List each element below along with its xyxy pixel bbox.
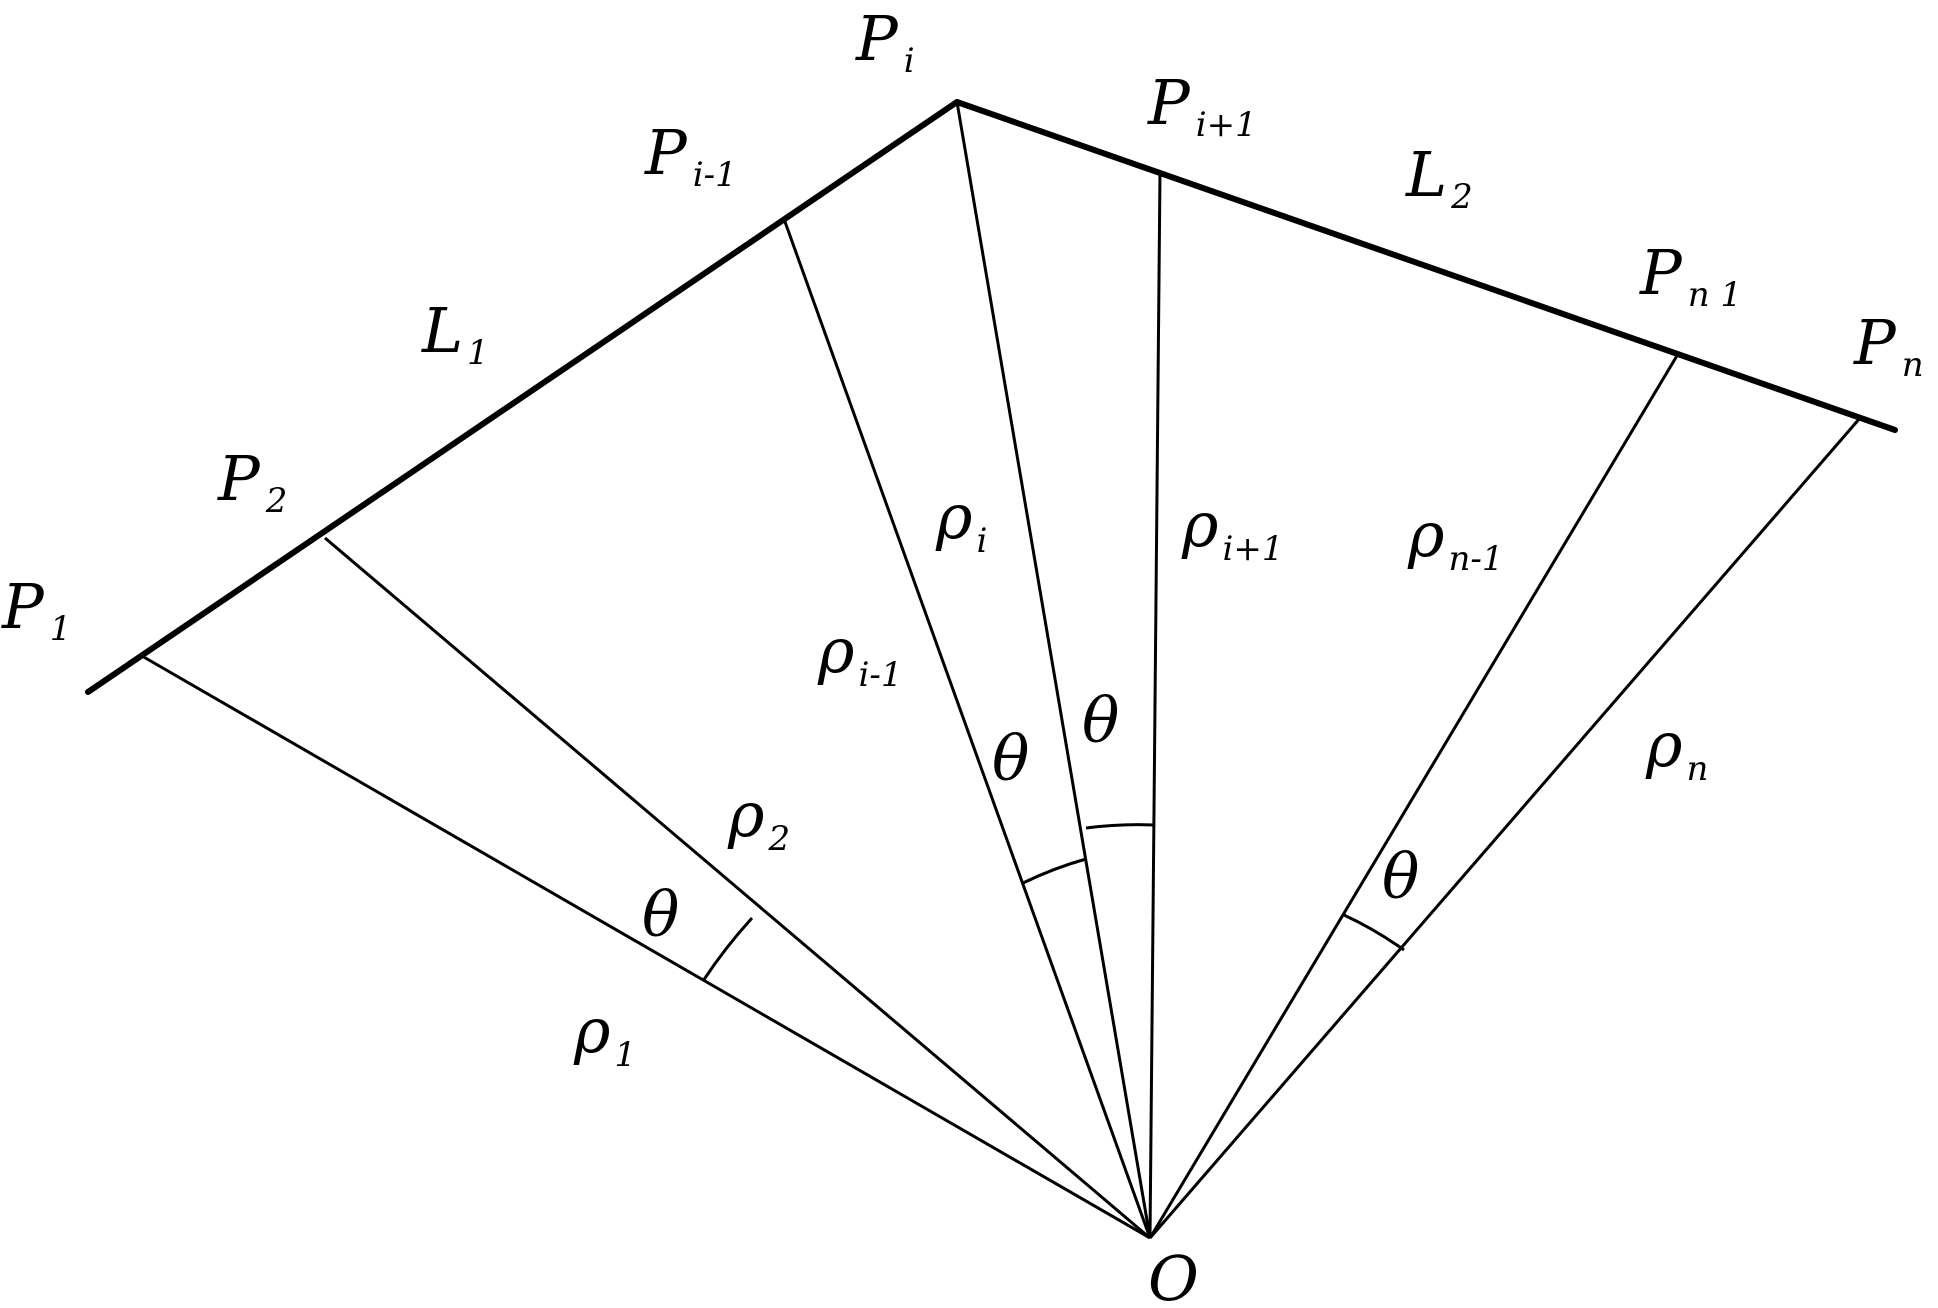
polyline (85, 99, 1898, 695)
label-theta-4: θ (1382, 840, 1419, 913)
segment-L2 (954, 99, 1898, 433)
ray-rho-n-1 (1148, 353, 1680, 1239)
ray-rho-1 (141, 654, 1151, 1240)
rays (141, 101, 1862, 1240)
arc-theta-3 (1085, 823, 1156, 830)
label-theta-1: θ (642, 878, 679, 951)
ray-rho-n (1148, 417, 1862, 1239)
ray-rho-i (955, 101, 1152, 1239)
label-theta-2: θ (992, 722, 1029, 795)
segment-L1 (85, 99, 960, 695)
arc-theta-1 (701, 916, 754, 982)
angle-arcs (701, 823, 1405, 982)
arc-theta-4 (1343, 913, 1405, 952)
arc-theta-2 (1022, 857, 1087, 885)
ray-rho-2 (324, 536, 1151, 1240)
label-theta-3: θ (1082, 684, 1119, 757)
label-origin: O (1148, 1242, 1199, 1308)
ray-rho-i-1 (782, 218, 1152, 1239)
ray-rho-i+1 (1148, 171, 1162, 1239)
